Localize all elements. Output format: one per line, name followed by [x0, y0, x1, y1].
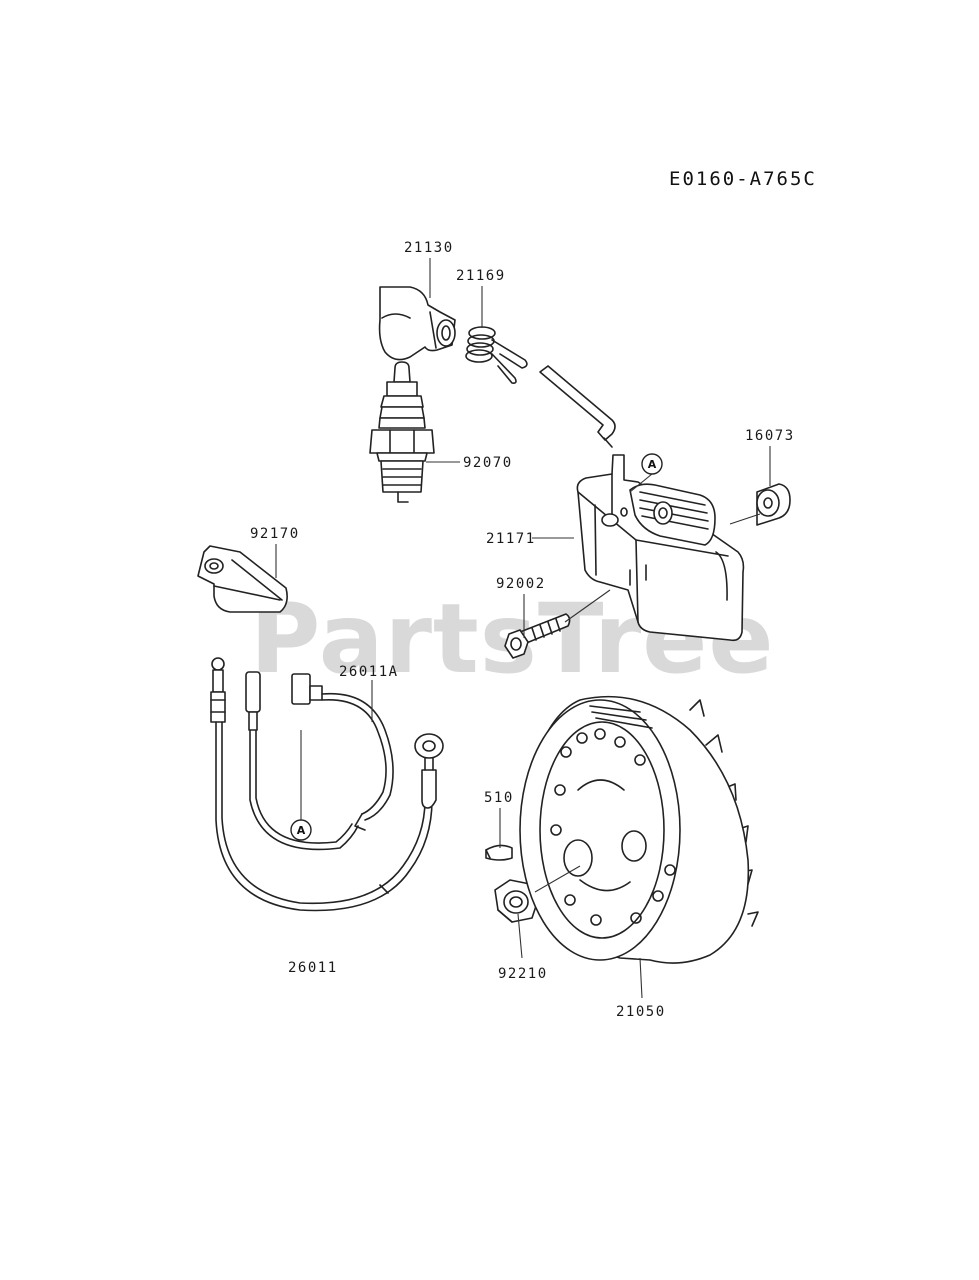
- callout-marker-coil: A: [629, 453, 663, 493]
- label-26011[interactable]: 26011: [288, 960, 338, 976]
- part-510-key[interactable]: [485, 844, 513, 861]
- label-26011A[interactable]: 26011A: [339, 664, 399, 680]
- part-16073-spacer[interactable]: [756, 483, 791, 526]
- label-92002[interactable]: 92002: [496, 576, 546, 592]
- label-21169[interactable]: 21169: [456, 268, 506, 284]
- part-92002-bolt[interactable]: [504, 613, 571, 659]
- label-92170[interactable]: 92170: [250, 526, 300, 542]
- label-92210[interactable]: 92210: [498, 966, 548, 982]
- callout-marker-lead: A: [290, 730, 312, 841]
- callout-marker-coil-text: A: [648, 458, 657, 471]
- part-21171-ignition-coil[interactable]: [539, 365, 745, 642]
- diagram-code: E0160-A765C: [669, 168, 817, 190]
- label-92070[interactable]: 92070: [463, 455, 513, 471]
- part-21130-plug-cap[interactable]: [378, 286, 456, 361]
- part-21050-flywheel[interactable]: [519, 695, 759, 964]
- label-16073[interactable]: 16073: [745, 428, 795, 444]
- part-92170-clamp[interactable]: [197, 545, 288, 613]
- label-510[interactable]: 510: [484, 790, 514, 806]
- part-26011-lead[interactable]: [210, 657, 444, 912]
- label-21171[interactable]: 21171: [486, 531, 536, 547]
- leader-lines: [275, 258, 771, 999]
- part-92070-spark-plug[interactable]: [369, 361, 435, 503]
- label-21050[interactable]: 21050: [616, 1004, 666, 1020]
- callout-marker-lead-text: A: [297, 824, 306, 837]
- part-92210-nut[interactable]: [494, 879, 539, 923]
- part-21169-spring[interactable]: [465, 326, 528, 384]
- part-labels: 21130 21169 92070 16073 21171 92170 9200…: [250, 240, 795, 1020]
- label-21130[interactable]: 21130: [404, 240, 454, 256]
- part-26011A-ground-lead[interactable]: [249, 673, 394, 851]
